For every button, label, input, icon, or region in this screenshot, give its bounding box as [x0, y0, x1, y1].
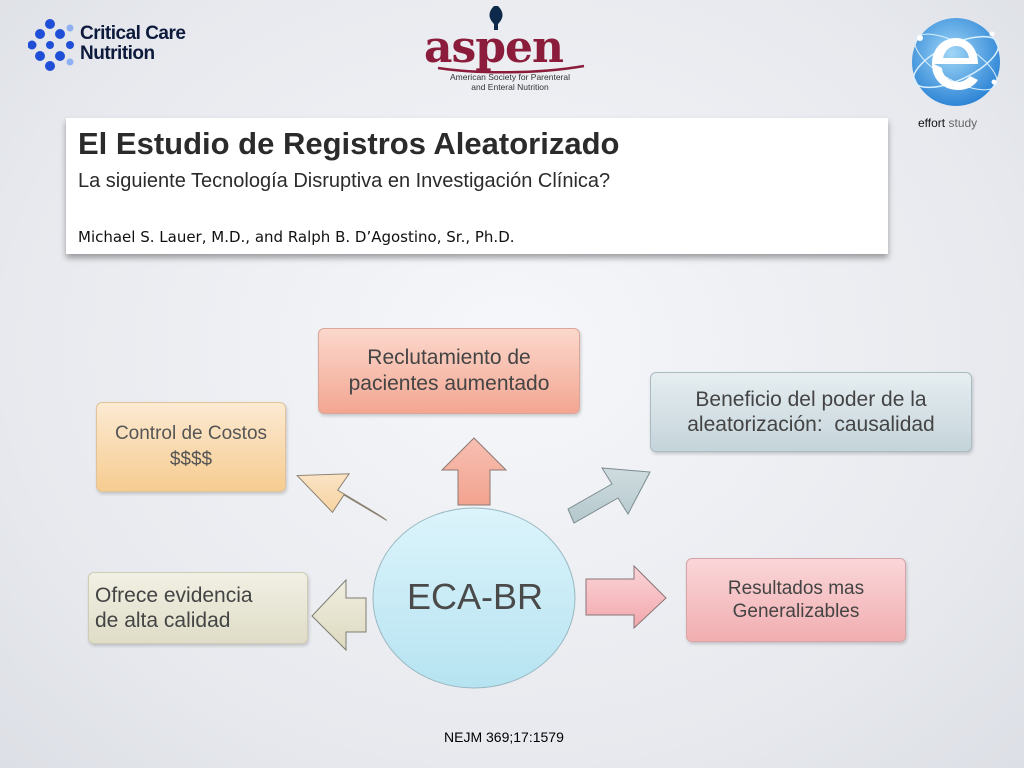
- center-label: ECA-BR: [406, 576, 544, 617]
- aspen-sub-line-1: American Society for Parenteral: [450, 72, 570, 82]
- box-top-line-2: pacientes aumentado: [348, 372, 550, 395]
- box-right-line-1: Beneficio del poder de la: [695, 388, 927, 411]
- aspen-logo-icon: [437, 6, 585, 74]
- box-top-line-1: Reclutamiento de: [367, 346, 531, 369]
- critical-care-nutrition-wordmark: Critical Care Nutrition: [80, 23, 186, 64]
- box-bottom-right-line-1: Resultados mas: [727, 578, 865, 599]
- box-randomization-benefit: Beneficio del poder de la aleatorización…: [650, 372, 972, 452]
- box-high-quality-evidence: Ofrece evidencia de alta calidad: [88, 572, 308, 644]
- arrow-left-icon: [311, 578, 367, 652]
- box-left-line-2: $$$$: [169, 449, 213, 470]
- arrow-right-icon: [585, 564, 667, 630]
- page-title: El Estudio de Registros Aleatorizado: [78, 126, 620, 161]
- ccn-line-2: Nutrition: [80, 43, 155, 64]
- aspen-sub-line-2: and Enteral Nutrition: [471, 82, 549, 92]
- box-right-line-2: aleatorización: causalidad: [687, 413, 935, 436]
- ccn-line-1: Critical Care: [80, 23, 186, 44]
- arrow-upper-right-icon: [567, 467, 651, 524]
- aspen-wordmark: aspen: [424, 22, 564, 73]
- effort-study-wordmark: effort study: [918, 116, 977, 130]
- arrow-up-icon: [440, 437, 508, 506]
- aspen-subtitle: American Society for Parenteral and Ente…: [428, 72, 592, 92]
- arrow-upper-left-icon: [296, 473, 388, 521]
- authors-line: Michael S. Lauer, M.D., and Ralph B. D’A…: [78, 228, 515, 246]
- effort-word: effort: [918, 116, 946, 130]
- page-subtitle: La siguiente Tecnología Disruptiva en In…: [78, 170, 611, 192]
- header-card: El Estudio de Registros Aleatorizado La …: [66, 118, 888, 254]
- center-ellipse: [372, 507, 576, 689]
- critical-care-nutrition-logo-icon: [28, 19, 74, 71]
- box-bottom-left-line-1: Ofrece evidencia: [95, 584, 253, 607]
- box-bottom-right-line-2: Generalizables: [732, 601, 860, 622]
- box-bottom-left-line-2: de alta calidad: [95, 609, 231, 632]
- box-generalizable-results: Resultados mas Generalizables: [686, 558, 906, 642]
- study-word: study: [948, 116, 978, 130]
- box-increased-recruitment: Reclutamiento de pacientes aumentado: [318, 328, 580, 414]
- citation: NEJM 369;17:1579: [444, 729, 564, 745]
- box-cost-control: Control de Costos $$$$: [96, 402, 286, 492]
- box-left-line-1: Control de Costos: [114, 423, 268, 444]
- effort-study-logo-icon: [912, 18, 1000, 106]
